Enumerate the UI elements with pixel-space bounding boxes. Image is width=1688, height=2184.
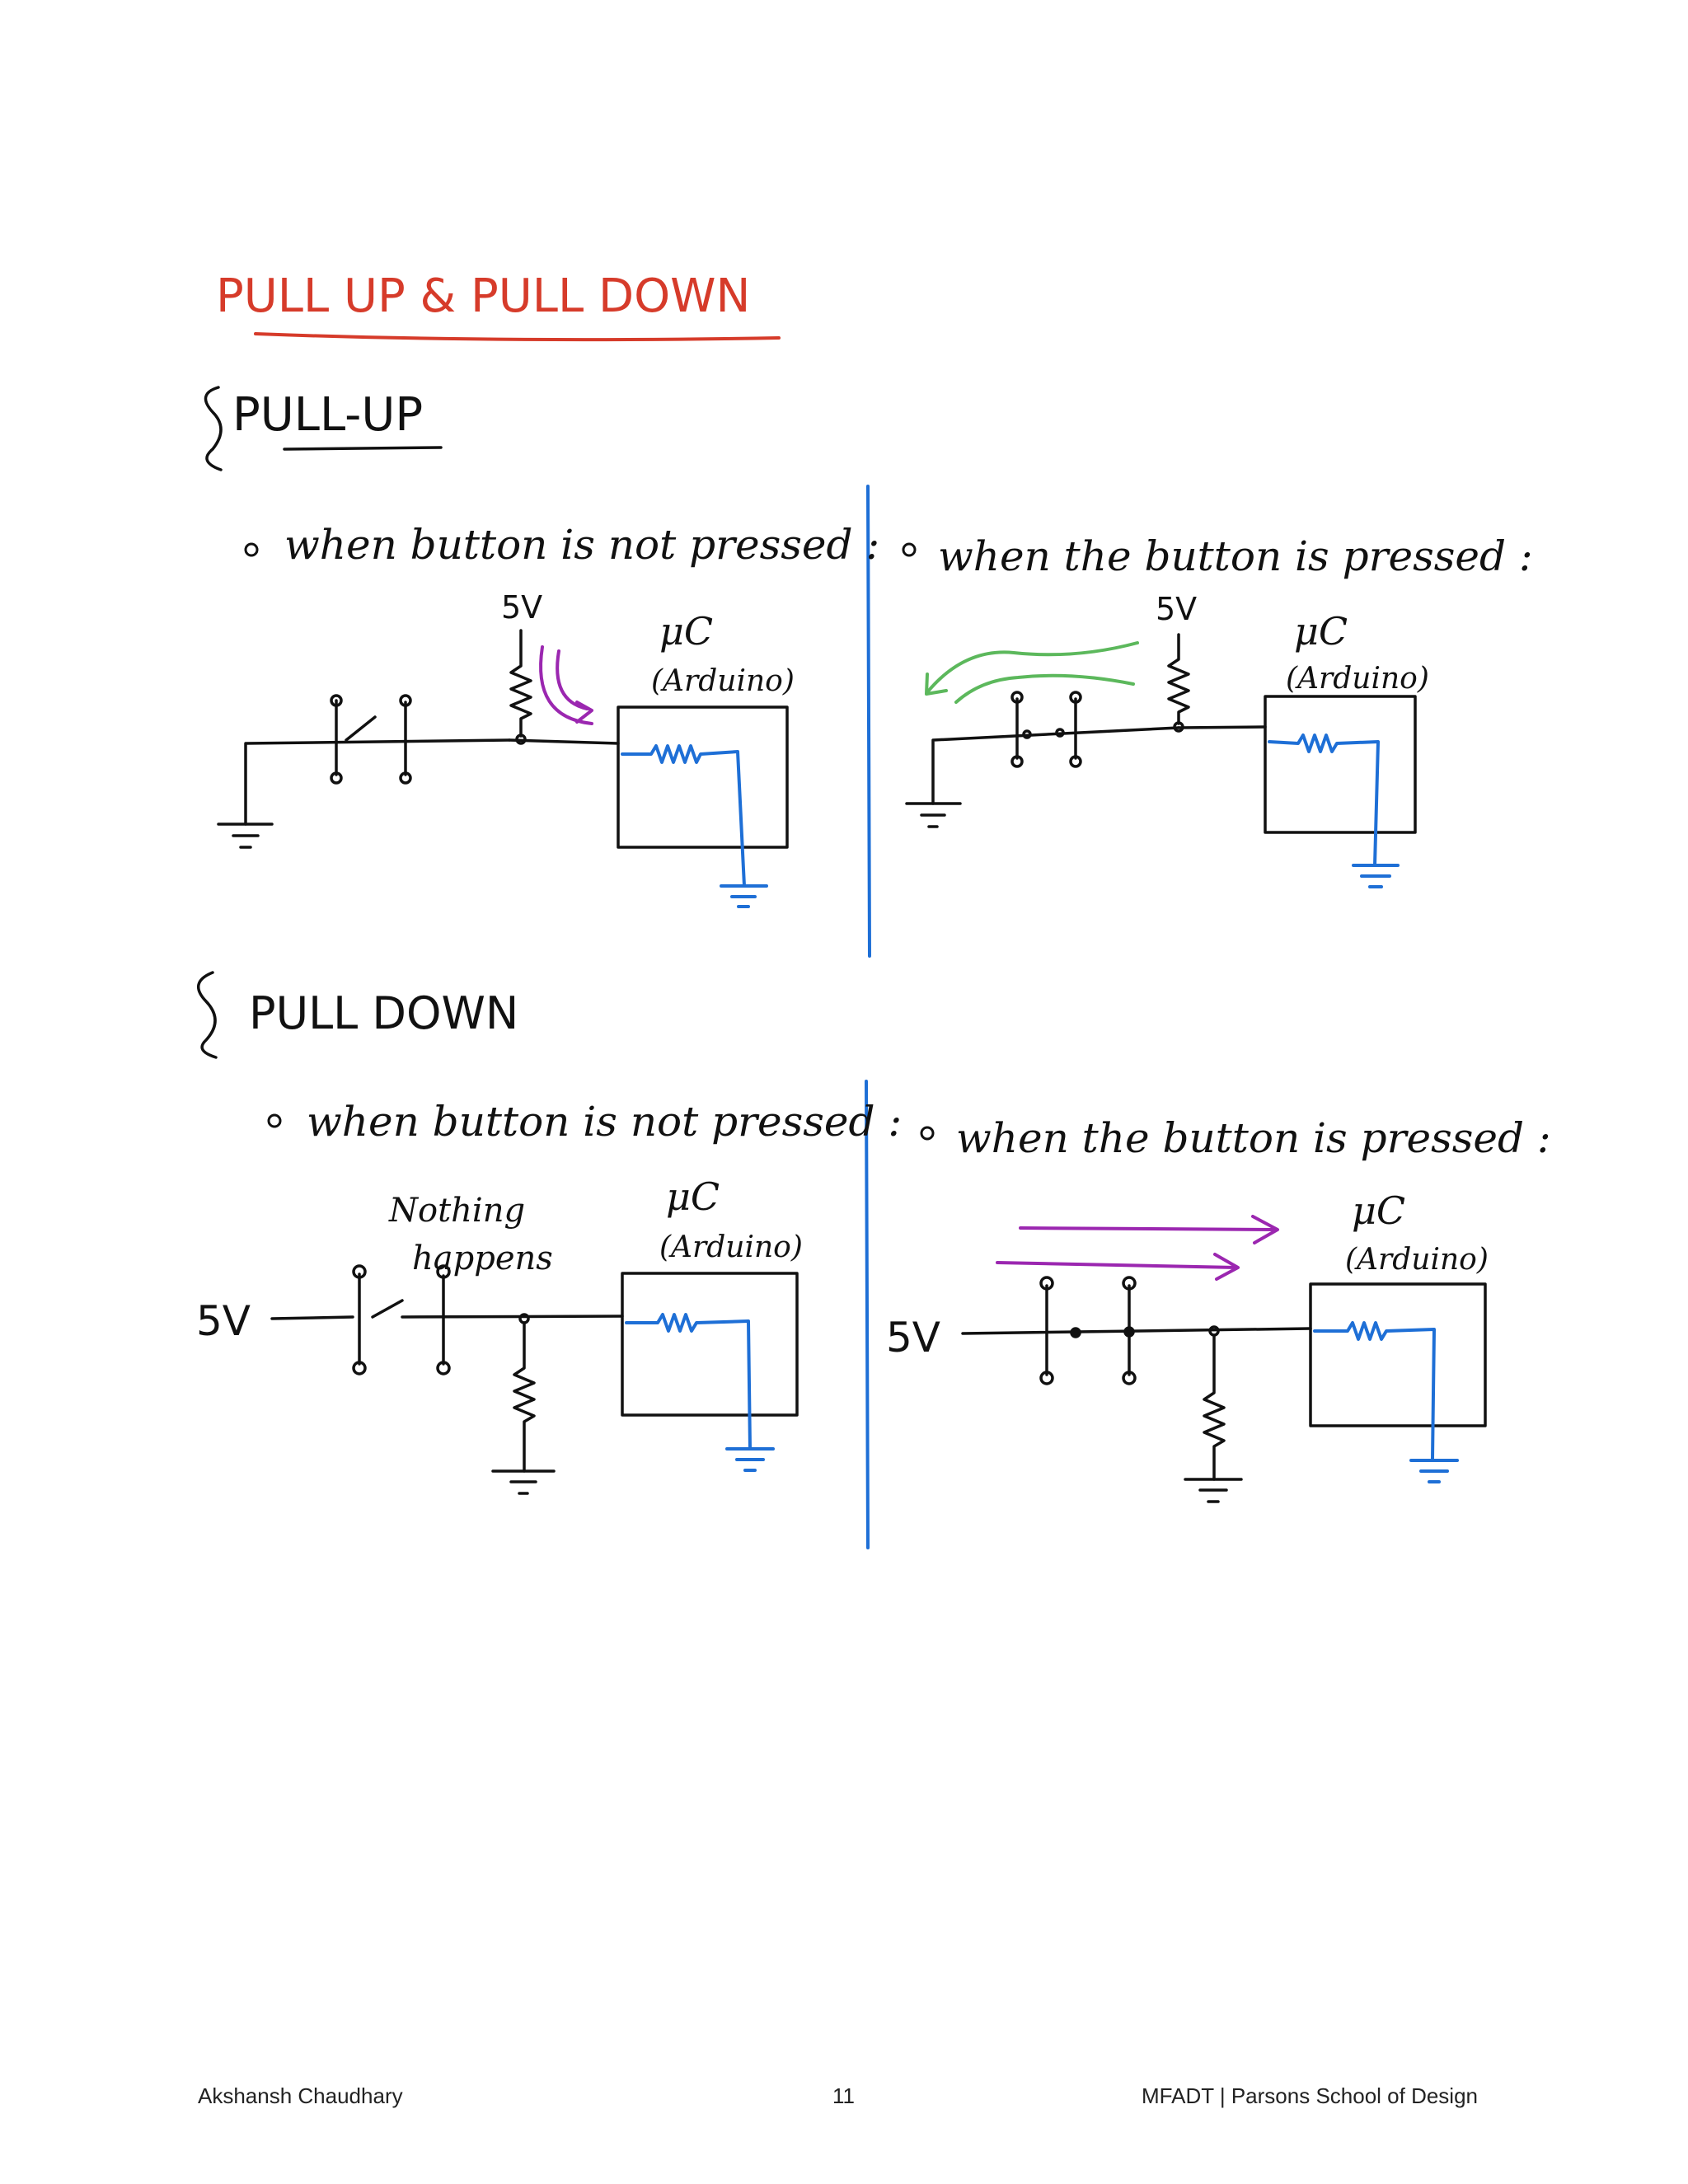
pulldown-right-circuit <box>961 1276 1487 1503</box>
section-icon <box>204 386 223 471</box>
pullup-heading-underline <box>283 446 443 451</box>
voltage-source-label: 5V <box>886 1314 940 1361</box>
pullup-right-mcu-internal <box>1268 733 1400 888</box>
pullup-heading: PULL-UP <box>232 388 423 442</box>
voltage-source-label: 5V <box>196 1297 251 1345</box>
pullup-left-mcu-internal <box>621 744 768 908</box>
nothing-happens-note: happens <box>412 1240 553 1277</box>
vertical-divider-top <box>866 485 871 958</box>
mcu-label: μC <box>666 1174 720 1219</box>
pulldown-left-circuit <box>270 1264 799 1495</box>
bullet-icon <box>920 1126 935 1141</box>
bullet-icon <box>267 1113 282 1128</box>
pullup-right-caption: when the button is pressed : <box>938 532 1533 580</box>
nothing-happens-note: Nothing <box>388 1192 525 1230</box>
board-label: (Arduino) <box>659 1230 803 1264</box>
footer-author: Akshansh Chaudhary <box>198 2083 403 2108</box>
footer-page-number: 11 <box>832 2083 855 2108</box>
pulldown-left-mcu-internal <box>625 1313 775 1472</box>
footer-organization: MFADT | Parsons School of Design <box>1142 2083 1479 2108</box>
pullup-right-circuit <box>905 633 1417 834</box>
pullup-left-circuit <box>217 629 789 849</box>
mcu-label: μC <box>659 609 713 654</box>
current-flow-arrow <box>925 641 1139 704</box>
mcu-label: μC <box>1294 609 1348 654</box>
page-title: PULL UP & PULL DOWN <box>216 269 750 323</box>
voltage-label: 5V <box>1156 591 1197 627</box>
pullup-left-caption: when button is not pressed : <box>284 521 879 569</box>
pulldown-heading: PULL DOWN <box>249 987 518 1039</box>
board-label: (Arduino) <box>1345 1243 1489 1277</box>
voltage-label: 5V <box>501 589 542 626</box>
pulldown-left-caption: when button is not pressed : <box>307 1098 902 1146</box>
title-underline <box>254 332 781 342</box>
vertical-divider-bottom <box>865 1080 870 1549</box>
pulldown-right-mcu-internal <box>1313 1321 1459 1483</box>
current-flow-arrow <box>539 645 593 725</box>
board-label: (Arduino) <box>1286 662 1429 696</box>
section-icon <box>197 971 218 1059</box>
pulldown-right-caption: when the button is pressed : <box>956 1114 1551 1162</box>
current-flow-arrow <box>996 1215 1279 1281</box>
board-label: (Arduino) <box>651 664 795 698</box>
bullet-icon <box>902 542 917 557</box>
bullet-icon <box>244 542 259 557</box>
mcu-label: μC <box>1352 1188 1405 1233</box>
